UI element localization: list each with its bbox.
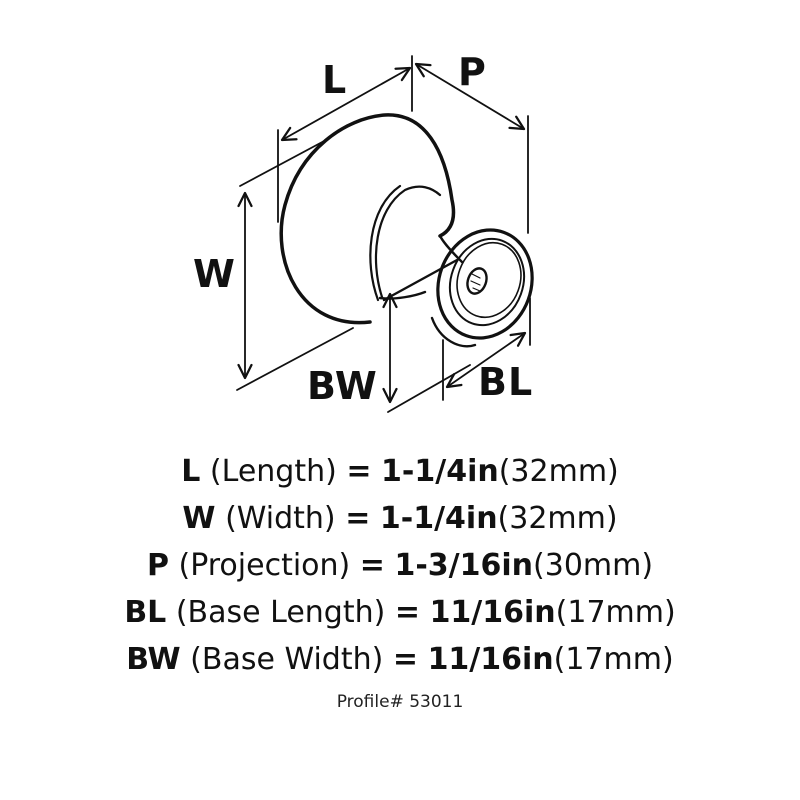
spec-base-width: BW (Base Width) = 11/16in(17mm) bbox=[126, 642, 674, 677]
spec-base-length: BL (Base Length) = 11/16in(17mm) bbox=[124, 595, 676, 630]
spec-length: L (Length) = 1-1/4in(32mm) bbox=[181, 454, 619, 489]
profile-number: Profile# 53011 bbox=[336, 692, 464, 712]
label-P: P bbox=[458, 50, 487, 94]
label-BL: BL bbox=[478, 360, 534, 404]
label-BW: BW bbox=[307, 364, 378, 408]
spec-width: W (Width) = 1-1/4in(32mm) bbox=[182, 501, 618, 536]
dimension-specs: L (Length) = 1-1/4in(32mm) W (Width) = 1… bbox=[0, 448, 800, 683]
label-L: L bbox=[322, 58, 348, 102]
dimension-P bbox=[414, 62, 529, 234]
label-W: W bbox=[193, 252, 236, 296]
spec-projection: P (Projection) = 1-3/16in(30mm) bbox=[146, 548, 654, 583]
knob-cap bbox=[279, 113, 456, 325]
knob-dimension-drawing: L P W BW BL bbox=[193, 50, 534, 413]
dimension-BL bbox=[442, 297, 531, 401]
dimension-W bbox=[236, 191, 354, 391]
dimension-L bbox=[239, 55, 413, 223]
knob-illustration bbox=[236, 55, 534, 413]
